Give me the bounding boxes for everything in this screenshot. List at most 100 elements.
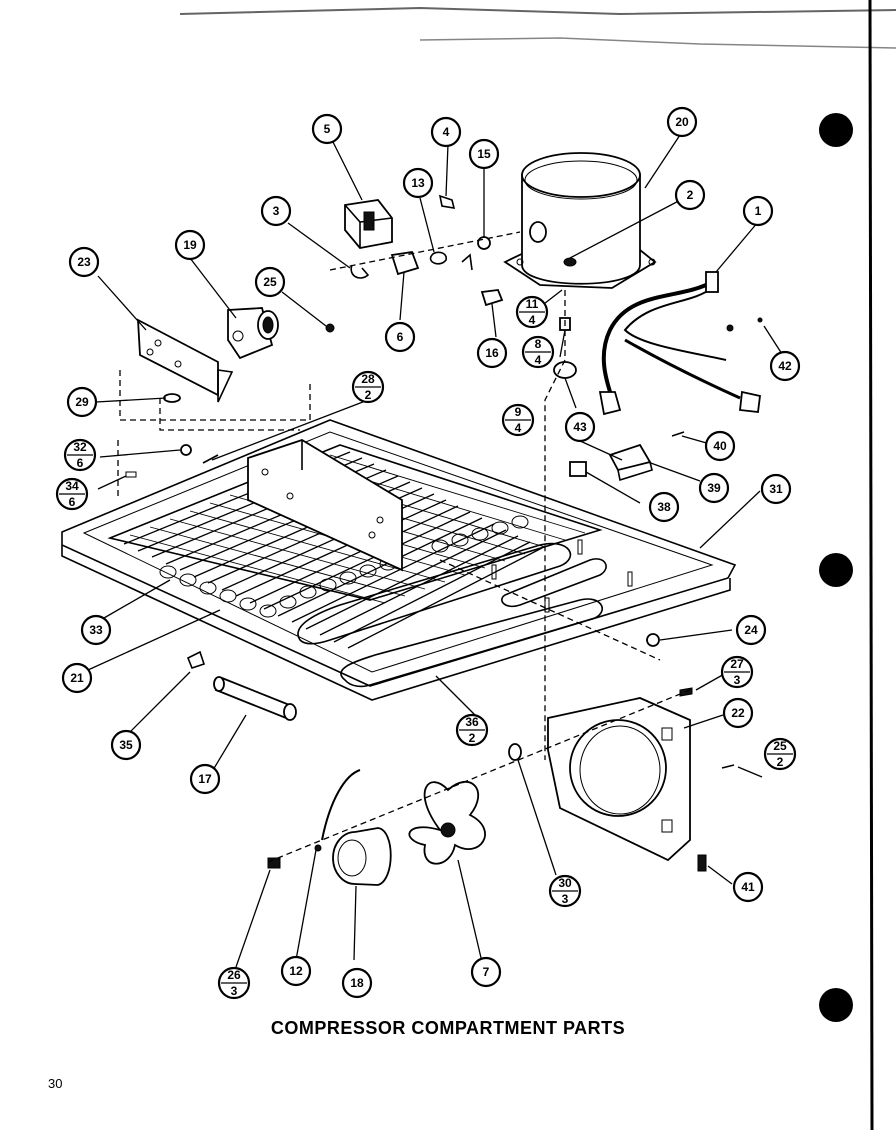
spacer-41 bbox=[697, 854, 707, 872]
bracket-dashed-guides bbox=[117, 370, 311, 500]
callout-30-3: 30 3 bbox=[548, 874, 582, 908]
callout-top: 9 bbox=[515, 405, 522, 419]
fan-axis-dash bbox=[267, 689, 691, 863]
callout-26-3: 26 3 bbox=[217, 966, 251, 1000]
relay bbox=[344, 199, 393, 249]
callout-1: 1 bbox=[742, 195, 774, 227]
callout-label: 13 bbox=[411, 176, 425, 190]
screw-25-bracket bbox=[325, 323, 335, 333]
binder-hole-top bbox=[819, 113, 853, 147]
clip-3 bbox=[350, 264, 370, 279]
callout-top: 34 bbox=[65, 479, 79, 493]
fan-blade bbox=[408, 780, 486, 865]
callout-label: 43 bbox=[573, 420, 587, 434]
callout-38: 38 bbox=[648, 491, 680, 523]
callout-35: 35 bbox=[110, 729, 142, 761]
callout-3: 3 bbox=[260, 195, 292, 227]
defrost-timer bbox=[227, 307, 279, 360]
callout-41: 41 bbox=[732, 871, 764, 903]
callout-19: 19 bbox=[174, 229, 206, 261]
binder-holes bbox=[819, 113, 853, 1022]
callout-bottom: 6 bbox=[69, 495, 76, 509]
callout-label: 12 bbox=[289, 964, 303, 978]
callout-label: 38 bbox=[657, 500, 671, 514]
nut-24 bbox=[646, 633, 660, 647]
callout-17: 17 bbox=[189, 763, 221, 795]
callout-label: 22 bbox=[731, 706, 745, 720]
grommet-16 bbox=[480, 289, 504, 307]
callout-label: 1 bbox=[755, 204, 762, 218]
clip-13 bbox=[429, 251, 447, 265]
callout-40: 40 bbox=[704, 430, 736, 462]
callout-31: 31 bbox=[760, 473, 792, 505]
callout-6: 6 bbox=[384, 321, 416, 353]
wiring-harness bbox=[598, 271, 763, 416]
callout-top: 11 bbox=[526, 297, 539, 311]
callout-39: 39 bbox=[698, 472, 730, 504]
callout-top: 26 bbox=[227, 968, 241, 982]
fan-motor bbox=[332, 827, 392, 886]
terminal-block bbox=[608, 443, 653, 482]
screw-26 bbox=[267, 857, 281, 869]
callout-24: 24 bbox=[735, 614, 767, 646]
callout-bottom: 3 bbox=[562, 892, 569, 906]
callout-bottom: 2 bbox=[469, 731, 476, 745]
callout-21: 21 bbox=[61, 662, 93, 694]
screw-29 bbox=[163, 393, 181, 403]
callout-32-6: 32 6 bbox=[63, 438, 97, 472]
callout-top: 32 bbox=[73, 440, 87, 454]
pan-axis-dash bbox=[439, 559, 661, 661]
callout-label: 5 bbox=[324, 122, 331, 136]
callout-bottom: 3 bbox=[231, 984, 238, 998]
callout-12: 12 bbox=[280, 955, 312, 987]
callout-33: 33 bbox=[80, 614, 112, 646]
callout-label: 23 bbox=[77, 255, 91, 269]
callout-label: 4 bbox=[443, 125, 450, 139]
callout-28-2: 28 2 bbox=[351, 370, 385, 404]
callout-bottom: 3 bbox=[734, 673, 741, 687]
callout-label: 39 bbox=[707, 481, 721, 495]
binder-hole-bottom bbox=[819, 988, 853, 1022]
callout-8-4: 8 4 bbox=[521, 335, 555, 369]
callout-label: 25 bbox=[263, 275, 277, 289]
overload bbox=[390, 251, 420, 276]
callout-34-6: 34 6 bbox=[55, 477, 89, 511]
leader-lines bbox=[87, 134, 783, 968]
callout-label: 2 bbox=[687, 188, 694, 202]
callout-9-4: 9 4 bbox=[501, 403, 535, 437]
callout-bottom: 4 bbox=[529, 313, 536, 327]
fan-shroud bbox=[547, 697, 691, 862]
callout-top: 25 bbox=[773, 739, 787, 753]
callout-bottom: 4 bbox=[515, 421, 522, 435]
callout-4: 4 bbox=[430, 116, 462, 148]
callout-25-2: 25 2 bbox=[763, 737, 797, 771]
callout-label: 24 bbox=[744, 623, 758, 637]
mount-axis-dash bbox=[544, 290, 566, 760]
clip-34 bbox=[125, 471, 137, 478]
callout-43: 43 bbox=[564, 411, 596, 443]
callout-18: 18 bbox=[341, 967, 373, 999]
drier bbox=[213, 676, 297, 721]
compressor-axis-dash bbox=[329, 231, 521, 271]
callout-22: 22 bbox=[722, 697, 754, 729]
grommet-32 bbox=[180, 444, 192, 456]
baffle-panel bbox=[247, 439, 403, 572]
callout-label: 18 bbox=[350, 976, 364, 990]
motor-harness bbox=[314, 769, 361, 852]
callout-15: 15 bbox=[468, 138, 500, 170]
callout-top: 36 bbox=[465, 715, 479, 729]
callout-label: 15 bbox=[477, 147, 491, 161]
callout-27-3: 27 3 bbox=[720, 655, 754, 689]
scan-border bbox=[179, 0, 896, 1130]
callout-label: 42 bbox=[778, 359, 792, 373]
callout-2: 2 bbox=[674, 179, 706, 211]
callout-top: 30 bbox=[558, 876, 572, 890]
screw-28 bbox=[202, 454, 219, 464]
callout-29: 29 bbox=[66, 386, 98, 418]
callout-label: 33 bbox=[89, 623, 103, 637]
callout-bottom: 4 bbox=[535, 353, 542, 367]
callout-16: 16 bbox=[476, 337, 508, 369]
callout-label: 6 bbox=[397, 330, 404, 344]
mount-9 bbox=[553, 361, 577, 379]
